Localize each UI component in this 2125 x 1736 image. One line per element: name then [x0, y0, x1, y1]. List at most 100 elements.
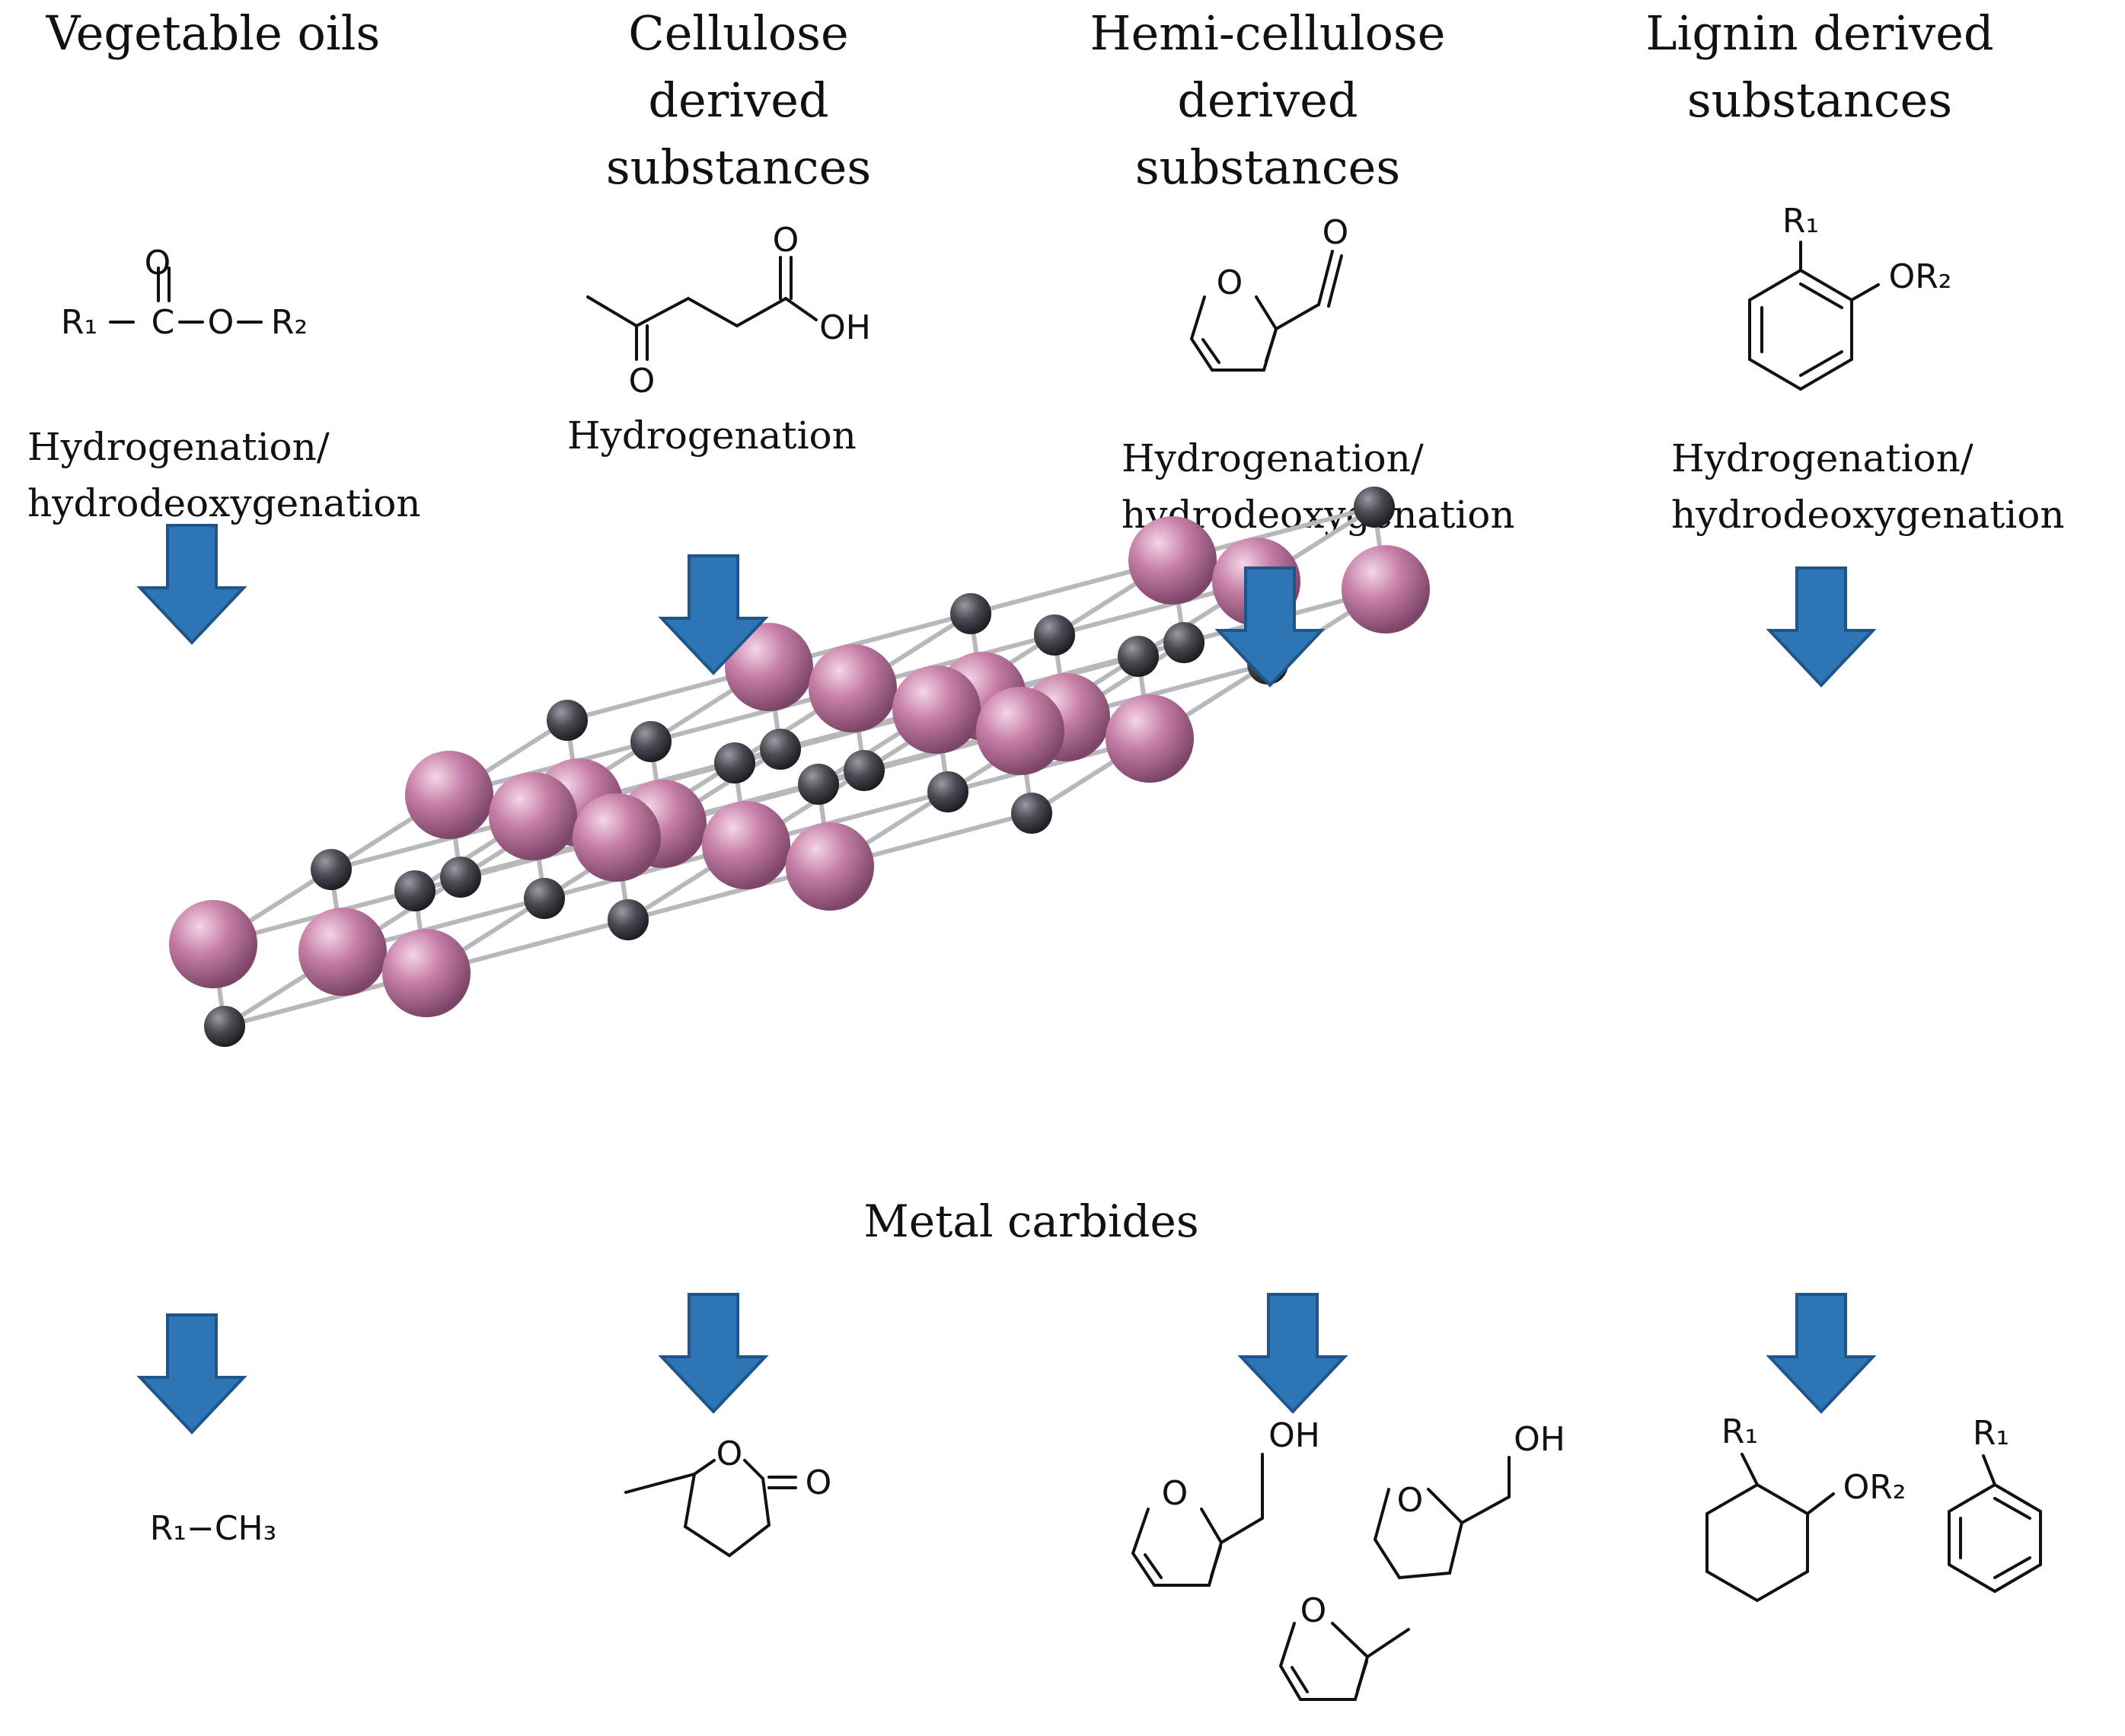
bond	[1220, 1517, 1264, 1544]
bond	[624, 1473, 696, 1494]
bond	[1460, 1495, 1511, 1524]
metal-atom	[786, 822, 874, 911]
bond	[586, 295, 787, 328]
thfa-ring-o-label: O	[1397, 1481, 1424, 1520]
methylfuran-structure	[1278, 1622, 1410, 1701]
carbon-atom	[394, 870, 436, 911]
reaction-arrow-icon	[1766, 566, 1877, 688]
bond	[1356, 1660, 1368, 1692]
ester-carbonyl-o-label: O	[145, 244, 171, 282]
levulinic-oh-label: OH	[819, 308, 871, 347]
bond	[1265, 330, 1277, 362]
benzene-r1-label: R₁	[1973, 1414, 2009, 1453]
bond	[1366, 1628, 1410, 1658]
bond	[1741, 1453, 1759, 1486]
metal-atom	[725, 623, 813, 711]
bond	[1201, 338, 1220, 364]
furfuryl-oh-label: OH	[1268, 1416, 1320, 1455]
reaction-arrow-icon	[136, 1313, 247, 1434]
ring	[1705, 1482, 1809, 1603]
bond	[784, 297, 818, 321]
carbon-atom	[1118, 636, 1159, 677]
process-label-cellulose: Hydrogenation	[567, 413, 857, 458]
bond	[693, 1459, 716, 1476]
bond	[1850, 283, 1880, 302]
carbon-atom	[714, 742, 755, 783]
bond	[1317, 250, 1334, 306]
ring	[1948, 1482, 2042, 1594]
levulinic-carbonyl-o-label: O	[773, 221, 799, 260]
carbon-atom	[927, 771, 968, 812]
metal-atom	[405, 751, 493, 839]
benzene-structure	[1948, 1454, 2042, 1594]
bond	[1993, 1556, 2031, 1579]
bond	[1806, 1492, 1835, 1515]
ester-structure	[109, 266, 263, 324]
heading-hemicellulose: Hemi-cellulose derived substances	[1090, 5, 1446, 195]
carbon-atom	[311, 849, 352, 890]
carbon-atom	[1011, 793, 1052, 834]
metal-atom	[976, 687, 1064, 775]
gvl-carbonyl-o-label: O	[806, 1463, 832, 1502]
furfuryl-alcohol-structure	[1131, 1453, 1264, 1587]
carbon-atom	[630, 721, 672, 762]
carbon-atom	[524, 878, 565, 919]
alkane-product-label: R₁−CH₃	[150, 1509, 277, 1548]
furfural-aldehyde-o-label: O	[1323, 213, 1349, 252]
gvl-ring-o-label: O	[716, 1434, 743, 1473]
bond	[1291, 1666, 1309, 1693]
heading-vegetable-oils: Vegetable oils	[46, 5, 381, 61]
reaction-arrow-icon	[658, 554, 769, 675]
carbon-atom	[950, 593, 991, 634]
metal-atom	[169, 900, 257, 988]
heading-lignin: Lignin derived substances	[1645, 5, 1994, 128]
process-label-vegetable-oils: Hydrogenation/ hydrodeoxygenation	[27, 425, 421, 525]
carbon-atom	[798, 764, 839, 805]
bond	[743, 1459, 764, 1480]
cyclohexane-r1-label: R₁	[1721, 1412, 1758, 1451]
gvl-structure	[624, 1459, 797, 1558]
bond	[683, 1473, 771, 1558]
metal-atom	[573, 793, 661, 882]
ester-oxygen-label: O	[208, 303, 235, 342]
carbon-atom	[1034, 614, 1075, 656]
bond	[1131, 1508, 1224, 1587]
reaction-arrow-icon	[658, 1293, 769, 1414]
metal-atom	[892, 665, 981, 754]
carbon-atom	[204, 1006, 245, 1047]
carbon-atom	[1354, 487, 1395, 528]
metal-atom	[382, 929, 471, 1017]
carbon-atom	[760, 729, 801, 770]
ester-r2-label: R₂	[271, 303, 308, 342]
carbon-atom	[440, 857, 481, 898]
phenol-ether-structure	[1748, 241, 1880, 391]
bond	[1275, 303, 1320, 330]
ring	[1748, 268, 1853, 391]
bond	[1799, 350, 1843, 377]
metal-atom	[1106, 694, 1194, 783]
furfural-ring-o-label: O	[1217, 263, 1243, 302]
levulinic-acid-structure	[586, 256, 818, 361]
reaction-arrow-icon	[136, 524, 247, 645]
carbon-atom	[547, 700, 588, 741]
bond	[1982, 1454, 1996, 1486]
bond	[1210, 1546, 1222, 1578]
heading-cellulose: Cellulose derived substances	[605, 5, 872, 195]
levulinic-ketone-o-label: O	[629, 362, 656, 400]
thfa-oh-label: OH	[1514, 1420, 1565, 1459]
carbon-atom	[608, 899, 649, 940]
bond	[1373, 1488, 1464, 1580]
phenol-r1-label: R₁	[1782, 202, 1819, 241]
metal-atom	[489, 772, 577, 860]
carbon-atom	[1163, 622, 1204, 663]
cyclohexane-structure	[1705, 1453, 1835, 1603]
reaction-arrow-icon	[1766, 1293, 1877, 1414]
metal-atom	[298, 908, 387, 996]
ester-carbon-label: C	[152, 303, 175, 342]
furfural-structure	[1189, 250, 1343, 372]
bond	[1144, 1553, 1163, 1579]
